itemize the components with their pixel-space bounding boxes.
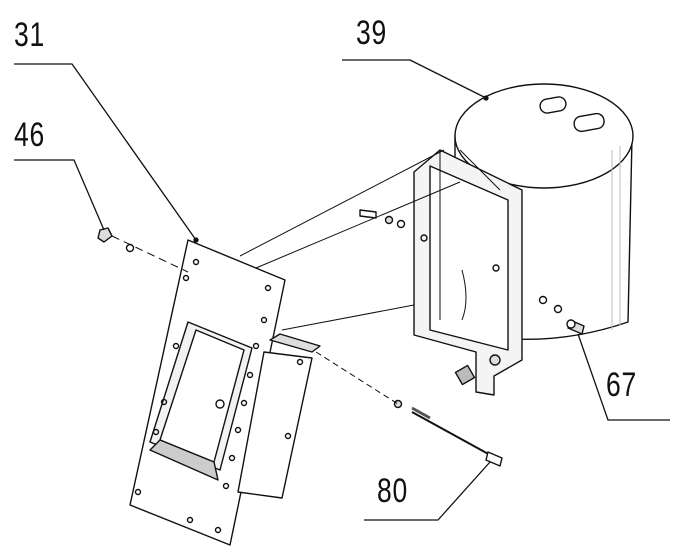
callout-80: 80 xyxy=(377,472,409,510)
callout-31: 31 xyxy=(14,16,46,54)
part-46-nut xyxy=(97,227,135,253)
bracket-screw xyxy=(489,354,501,366)
housing-bracket-inner xyxy=(429,165,509,351)
housing-top-slot xyxy=(573,112,605,133)
panel-flap xyxy=(237,351,313,499)
part-39-housing xyxy=(413,83,634,396)
leader-46 xyxy=(14,159,105,231)
housing-side-hole xyxy=(538,295,548,305)
callout-46: 46 xyxy=(14,116,46,154)
bracket-spring xyxy=(454,364,476,386)
housing-screws xyxy=(359,209,406,229)
housing-shading xyxy=(611,146,621,330)
leader-lines xyxy=(14,59,670,521)
panel-hinge xyxy=(269,333,321,353)
callout-39: 39 xyxy=(356,14,388,52)
housing-top-slot xyxy=(539,96,567,114)
housing-side-hole xyxy=(553,304,563,314)
housing-top xyxy=(454,83,634,189)
part-31-panel xyxy=(129,239,321,546)
housing-bracket-edge xyxy=(439,149,501,321)
bracket-hole xyxy=(492,264,500,272)
assembly-lines xyxy=(111,149,461,405)
panel-window-shade xyxy=(149,439,219,481)
bracket-hole xyxy=(420,234,428,242)
callout-67: 67 xyxy=(606,366,638,404)
part-80-bolt xyxy=(393,399,503,467)
leader-31 xyxy=(14,63,197,241)
part-67-screw xyxy=(566,319,585,335)
leader-67 xyxy=(577,333,670,421)
leader-80 xyxy=(364,461,491,521)
leader-39 xyxy=(342,59,487,99)
